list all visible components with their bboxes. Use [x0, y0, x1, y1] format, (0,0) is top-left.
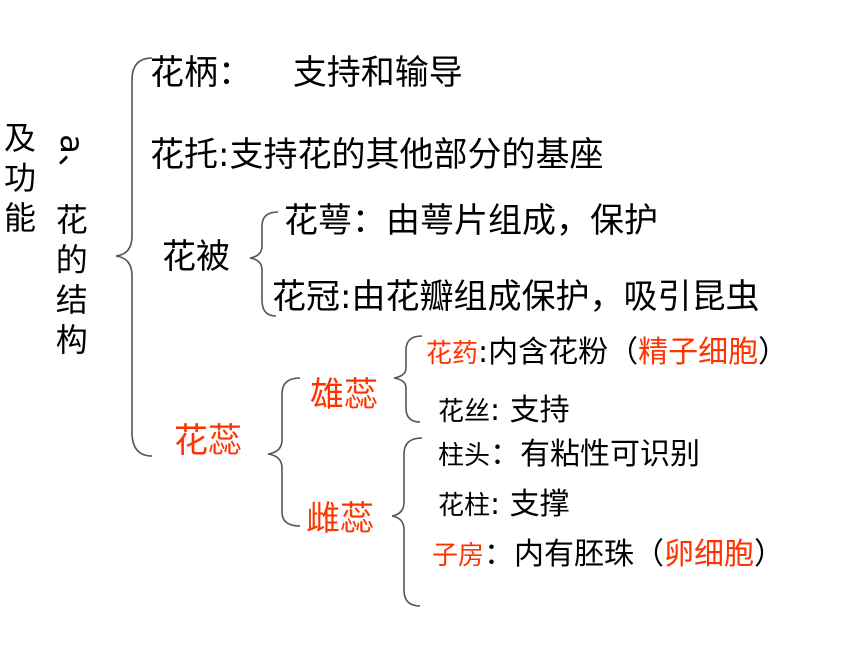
filament-label: 花丝	[438, 397, 491, 427]
anther-mid: :内含花粉（	[478, 335, 639, 370]
title-char: 结	[55, 281, 88, 319]
node-receptacle: 花托:支持花的其他部分的基座	[150, 135, 604, 175]
anther-label: 花药	[426, 339, 479, 369]
anther-highlight: 精子细胞	[638, 335, 759, 370]
node-anther: 花药:内含花粉（精子细胞）	[426, 338, 788, 368]
node-stamen-pistil: 花蕊	[174, 421, 242, 461]
title-char: 功	[4, 159, 37, 197]
pistil-bracket	[391, 437, 423, 607]
ovary-label: 子房	[432, 541, 485, 571]
main-bracket	[115, 57, 153, 457]
node-stigma: 柱头：有粘性可识别	[438, 440, 700, 470]
anther-end: ）	[758, 335, 789, 370]
style-label: 花柱	[438, 491, 491, 521]
title-char: 及	[4, 119, 37, 157]
vertical-title-right: a、 花 的 结 构	[46, 120, 98, 360]
pedicel-desc: 支持和输导	[292, 53, 463, 93]
ovary-highlight: 卵细胞	[664, 537, 755, 572]
stigma-desc: ：有粘性可识别	[490, 437, 701, 472]
node-style: 花柱: 支撑	[438, 490, 570, 520]
node-perianth: 花被	[162, 237, 230, 277]
node-pistil: 雌蕊	[306, 499, 374, 539]
node-filament: 花丝: 支持	[438, 396, 570, 426]
title-char: 构	[55, 321, 88, 359]
ovary-mid: ：内有胚珠（	[484, 537, 665, 572]
filament-desc: : 支持	[490, 393, 570, 428]
ovary-end: ）	[754, 537, 785, 572]
node-calyx: 花萼：由萼片组成，保护	[284, 201, 658, 241]
node-ovary: 子房：内有胚珠（卵细胞）	[432, 540, 784, 570]
stigma-label: 柱头	[438, 441, 491, 471]
stamen-bracket	[393, 335, 423, 423]
node-pedicel: 花柄： 支持和输导	[150, 56, 463, 90]
title-char: 的	[55, 241, 88, 279]
title-char: 能	[4, 199, 37, 237]
title-marker: a、	[52, 134, 91, 186]
pedicel-label: 花柄：	[150, 53, 252, 93]
vertical-title-left: 及 功 能	[4, 118, 36, 238]
style-desc: : 支撑	[490, 487, 570, 522]
node-stamen: 雄蕊	[310, 375, 378, 415]
perianth-bracket	[249, 211, 279, 317]
stamen-pistil-bracket	[267, 377, 301, 527]
node-corolla: 花冠:由花瓣组成保护，吸引昆虫	[272, 277, 760, 317]
title-char: 花	[55, 201, 88, 239]
